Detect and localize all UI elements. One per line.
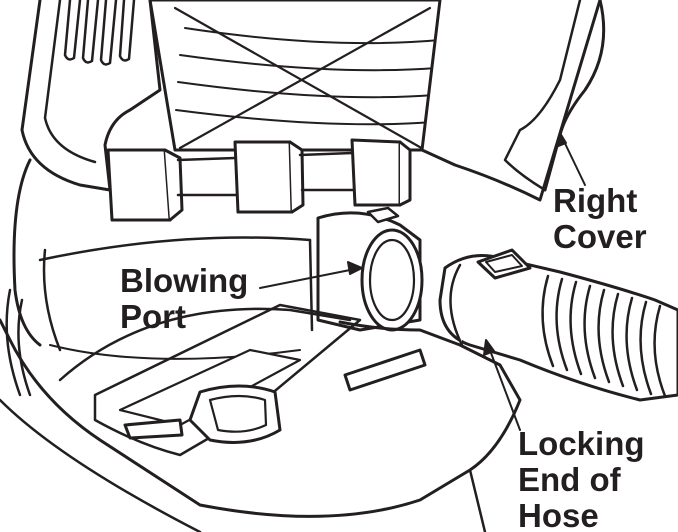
label-blowing-port-line-2: Port [120, 298, 186, 335]
blowing-port-arrow-line [259, 267, 361, 289]
right-cover-shape [420, 0, 606, 202]
label-locking-end-line-2: End of [518, 461, 621, 498]
label-right-cover-line-1: Right [553, 182, 638, 219]
cord-detail [5, 288, 32, 397]
label-blowing-port: Blowing Port [120, 263, 248, 335]
vent-slots [63, 0, 136, 66]
label-locking-end-line-1: Locking [518, 425, 645, 462]
right-cover-arrowhead [555, 132, 567, 148]
blowing-port-arrowhead [347, 261, 363, 275]
label-blowing-port-line-1: Blowing [120, 262, 249, 299]
filter-clips [106, 138, 412, 222]
label-locking-end-line-3: Hose [518, 497, 599, 532]
filter-panel [148, 0, 452, 152]
label-right-cover-line-2: Cover [553, 218, 647, 255]
locking-end-arrow-line [487, 344, 521, 431]
hose-shape [438, 248, 678, 402]
blowing-port-shape [316, 206, 424, 332]
leader-lines [259, 132, 586, 431]
label-locking-end-of-hose: Locking End of Hose [518, 426, 645, 532]
left-housing [20, 0, 162, 192]
label-right-cover: Right Cover [553, 183, 647, 255]
dust-bin [12, 158, 314, 360]
locking-end-arrowhead [483, 339, 495, 356]
base-tray [0, 303, 522, 532]
hose-ribs [541, 274, 667, 398]
